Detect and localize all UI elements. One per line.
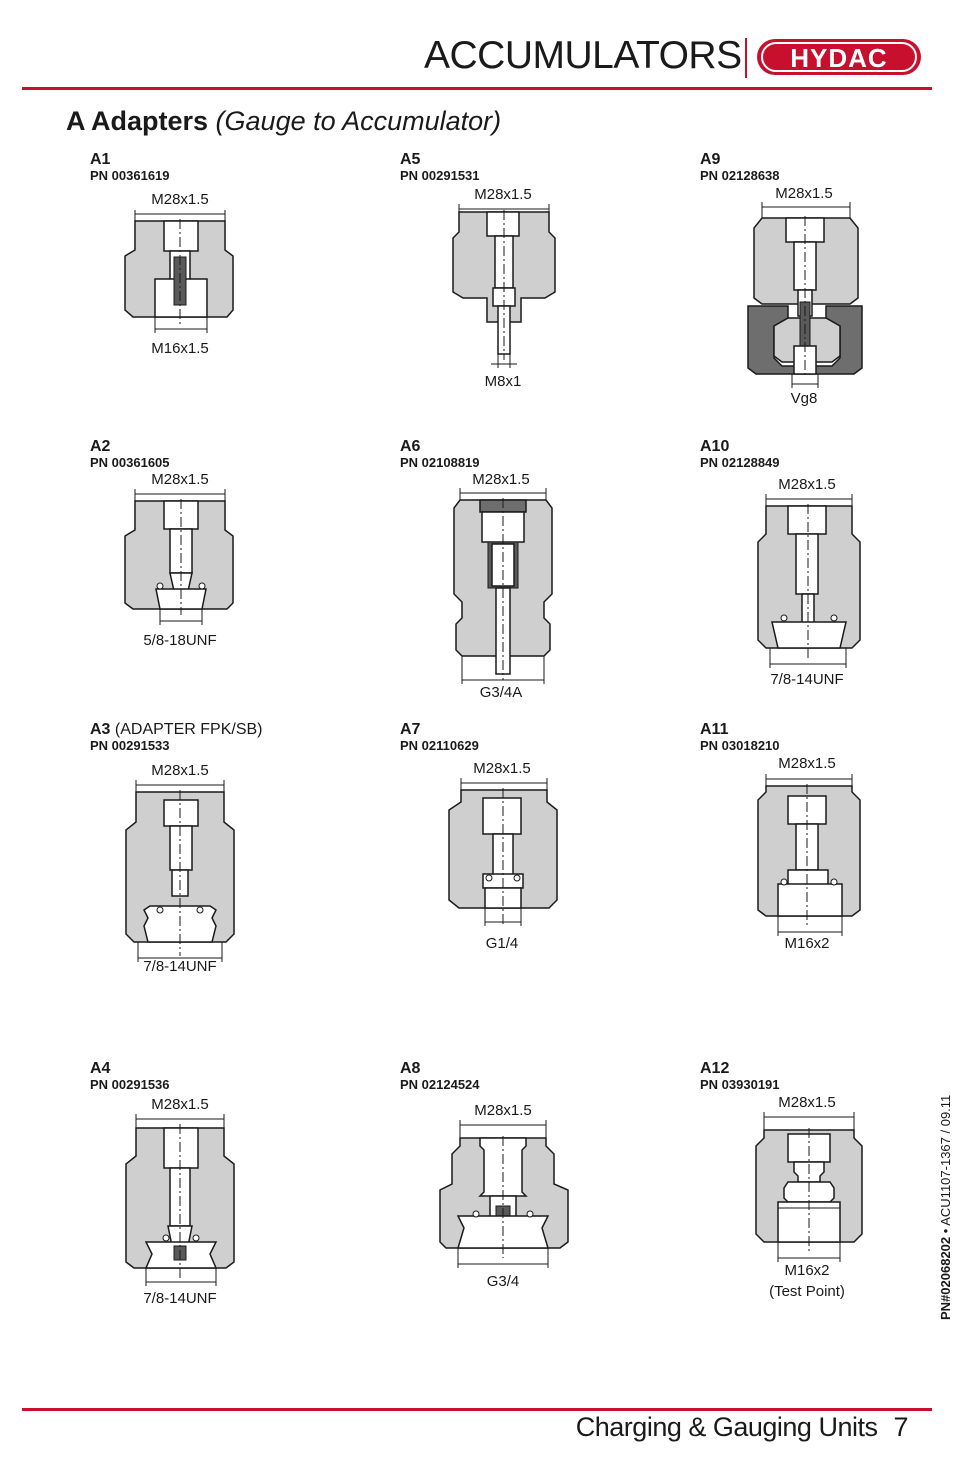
bottom-thread-label: 5/8-18UNF (143, 632, 217, 649)
document-ref: ACU1107-1367 / 09.11 (938, 1094, 953, 1226)
bottom-thread-label: 7/8-14UNF (143, 958, 217, 975)
bottom-thread-label: G3/4A (479, 684, 523, 701)
adapter-a3-drawing (125, 780, 235, 962)
bottom-thread-label: M16x2 (784, 935, 830, 952)
adapter-name: A6 (400, 438, 421, 455)
bottom-thread-label: M8x1 (484, 373, 522, 390)
adapter-name: A11 (700, 721, 729, 738)
adapter-a6-drawing (453, 488, 553, 684)
top-thread-label: M28x1.5 (778, 1094, 836, 1111)
bottom-thread-label: 7/8-14UNF (770, 671, 844, 688)
top-thread-label: M28x1.5 (151, 191, 209, 208)
document-reference: PN#02068202 • ACU1107-1367 / 09.11 (938, 1095, 953, 1320)
adapter-a8-label: A8 PN 02124524 (400, 1060, 480, 1092)
top-thread-label: M28x1.5 (151, 1096, 209, 1113)
adapter-name: A4 (90, 1060, 111, 1077)
adapter-name: A8 (400, 1060, 421, 1077)
section-title: A Adapters (Gauge to Accumulator) (66, 106, 501, 137)
adapter-part-number: PN 00361619 (90, 168, 170, 183)
section-title-italic: (Gauge to Accumulator) (215, 106, 502, 136)
adapter-a2-label: A2 PN 00361605 (90, 438, 170, 470)
adapter-a9-drawing (747, 202, 863, 388)
adapter-a5-drawing (452, 204, 556, 368)
top-thread-label: M28x1.5 (473, 760, 531, 777)
bottom-thread-label: M16x2 (784, 1262, 830, 1279)
top-thread-label: M28x1.5 (472, 471, 530, 488)
top-thread-label: M28x1.5 (778, 476, 836, 493)
adapter-part-number: PN 02110629 (400, 738, 479, 753)
bottom-thread-label: M16x1.5 (151, 340, 209, 357)
bottom-thread-label: 7/8-14UNF (143, 1290, 217, 1307)
adapter-part-number: PN 03018210 (700, 738, 780, 753)
adapter-a10-label: A10 PN 02128849 (700, 438, 780, 470)
adapter-a7-label: A7 PN 02110629 (400, 721, 479, 753)
adapter-part-number: PN 00291533 (90, 738, 170, 753)
adapter-part-number: PN 02128849 (700, 455, 780, 470)
adapter-name: A5 (400, 151, 421, 168)
adapter-a4-label: A4 PN 00291536 (90, 1060, 170, 1092)
header-rule (22, 87, 932, 90)
adapter-name: A1 (90, 151, 111, 168)
adapter-a8-drawing (439, 1120, 569, 1268)
adapter-a9-label: A9 PN 02128638 (700, 151, 780, 183)
hydac-logo: HYDAC (757, 39, 921, 75)
adapter-name: A2 (90, 438, 111, 455)
adapter-a7-drawing (448, 778, 558, 926)
adapter-a11-label: A11 PN 03018210 (700, 721, 780, 753)
top-thread-label: M28x1.5 (151, 471, 209, 488)
adapter-a1-drawing (124, 210, 234, 333)
footer-rule (22, 1408, 932, 1411)
bottom-thread-label: Vg8 (790, 390, 818, 407)
top-thread-label: M28x1.5 (151, 762, 209, 779)
adapter-part-number: PN 00361605 (90, 455, 170, 470)
adapter-a5-label: A5 PN 00291531 (400, 151, 480, 183)
adapter-a11-drawing (757, 774, 861, 936)
adapter-a3-label: A3 (ADAPTER FPK/SB) PN 00291533 (90, 721, 262, 753)
adapter-a1-label: A1 PN 00361619 (90, 151, 170, 183)
adapter-part-number: PN 02108819 (400, 455, 480, 470)
adapter-a10-drawing (757, 494, 861, 668)
footer-text: Charging & Gauging Units (575, 1412, 878, 1442)
top-thread-label: M28x1.5 (474, 186, 532, 203)
footer: Charging & Gauging Units 7 (575, 1412, 909, 1443)
adapter-name: A3 (ADAPTER FPK/SB) (90, 721, 262, 738)
adapter-name: A7 (400, 721, 421, 738)
header-title: ACCUMULATORS (424, 34, 742, 77)
adapter-part-number: PN 00291536 (90, 1077, 170, 1092)
adapter-name-extra: (ADAPTER FPK/SB) (114, 721, 263, 738)
bullet: • (938, 1228, 953, 1234)
adapter-a12-drawing (755, 1112, 863, 1262)
adapter-name: A9 (700, 151, 721, 168)
bottom-thread-note: (Test Point) (769, 1283, 845, 1300)
adapter-a4-drawing (125, 1114, 235, 1286)
adapter-name: A10 (700, 438, 730, 455)
adapter-name: A12 (700, 1060, 730, 1077)
top-thread-label: M28x1.5 (474, 1102, 532, 1119)
adapter-part-number: PN 00291531 (400, 168, 480, 183)
bottom-thread-label: G3/4 (486, 1273, 520, 1290)
adapter-a12-label: A12 PN 03930191 (700, 1060, 780, 1092)
document-pn: PN#02068202 (938, 1236, 953, 1320)
hydac-logo-text: HYDAC (790, 43, 887, 73)
adapter-part-number: PN 02128638 (700, 168, 780, 183)
adapter-a6-label: A6 PN 02108819 (400, 438, 480, 470)
bottom-thread-label: G1/4 (485, 935, 519, 952)
page-number: 7 (893, 1412, 908, 1442)
adapter-name-code: A3 (90, 721, 111, 738)
top-thread-label: M28x1.5 (778, 755, 836, 772)
adapter-part-number: PN 03930191 (700, 1077, 780, 1092)
section-title-bold: A Adapters (66, 106, 209, 136)
adapter-a2-drawing (124, 489, 234, 625)
header-separator (745, 38, 747, 78)
top-thread-label: M28x1.5 (775, 185, 833, 202)
adapter-part-number: PN 02124524 (400, 1077, 480, 1092)
